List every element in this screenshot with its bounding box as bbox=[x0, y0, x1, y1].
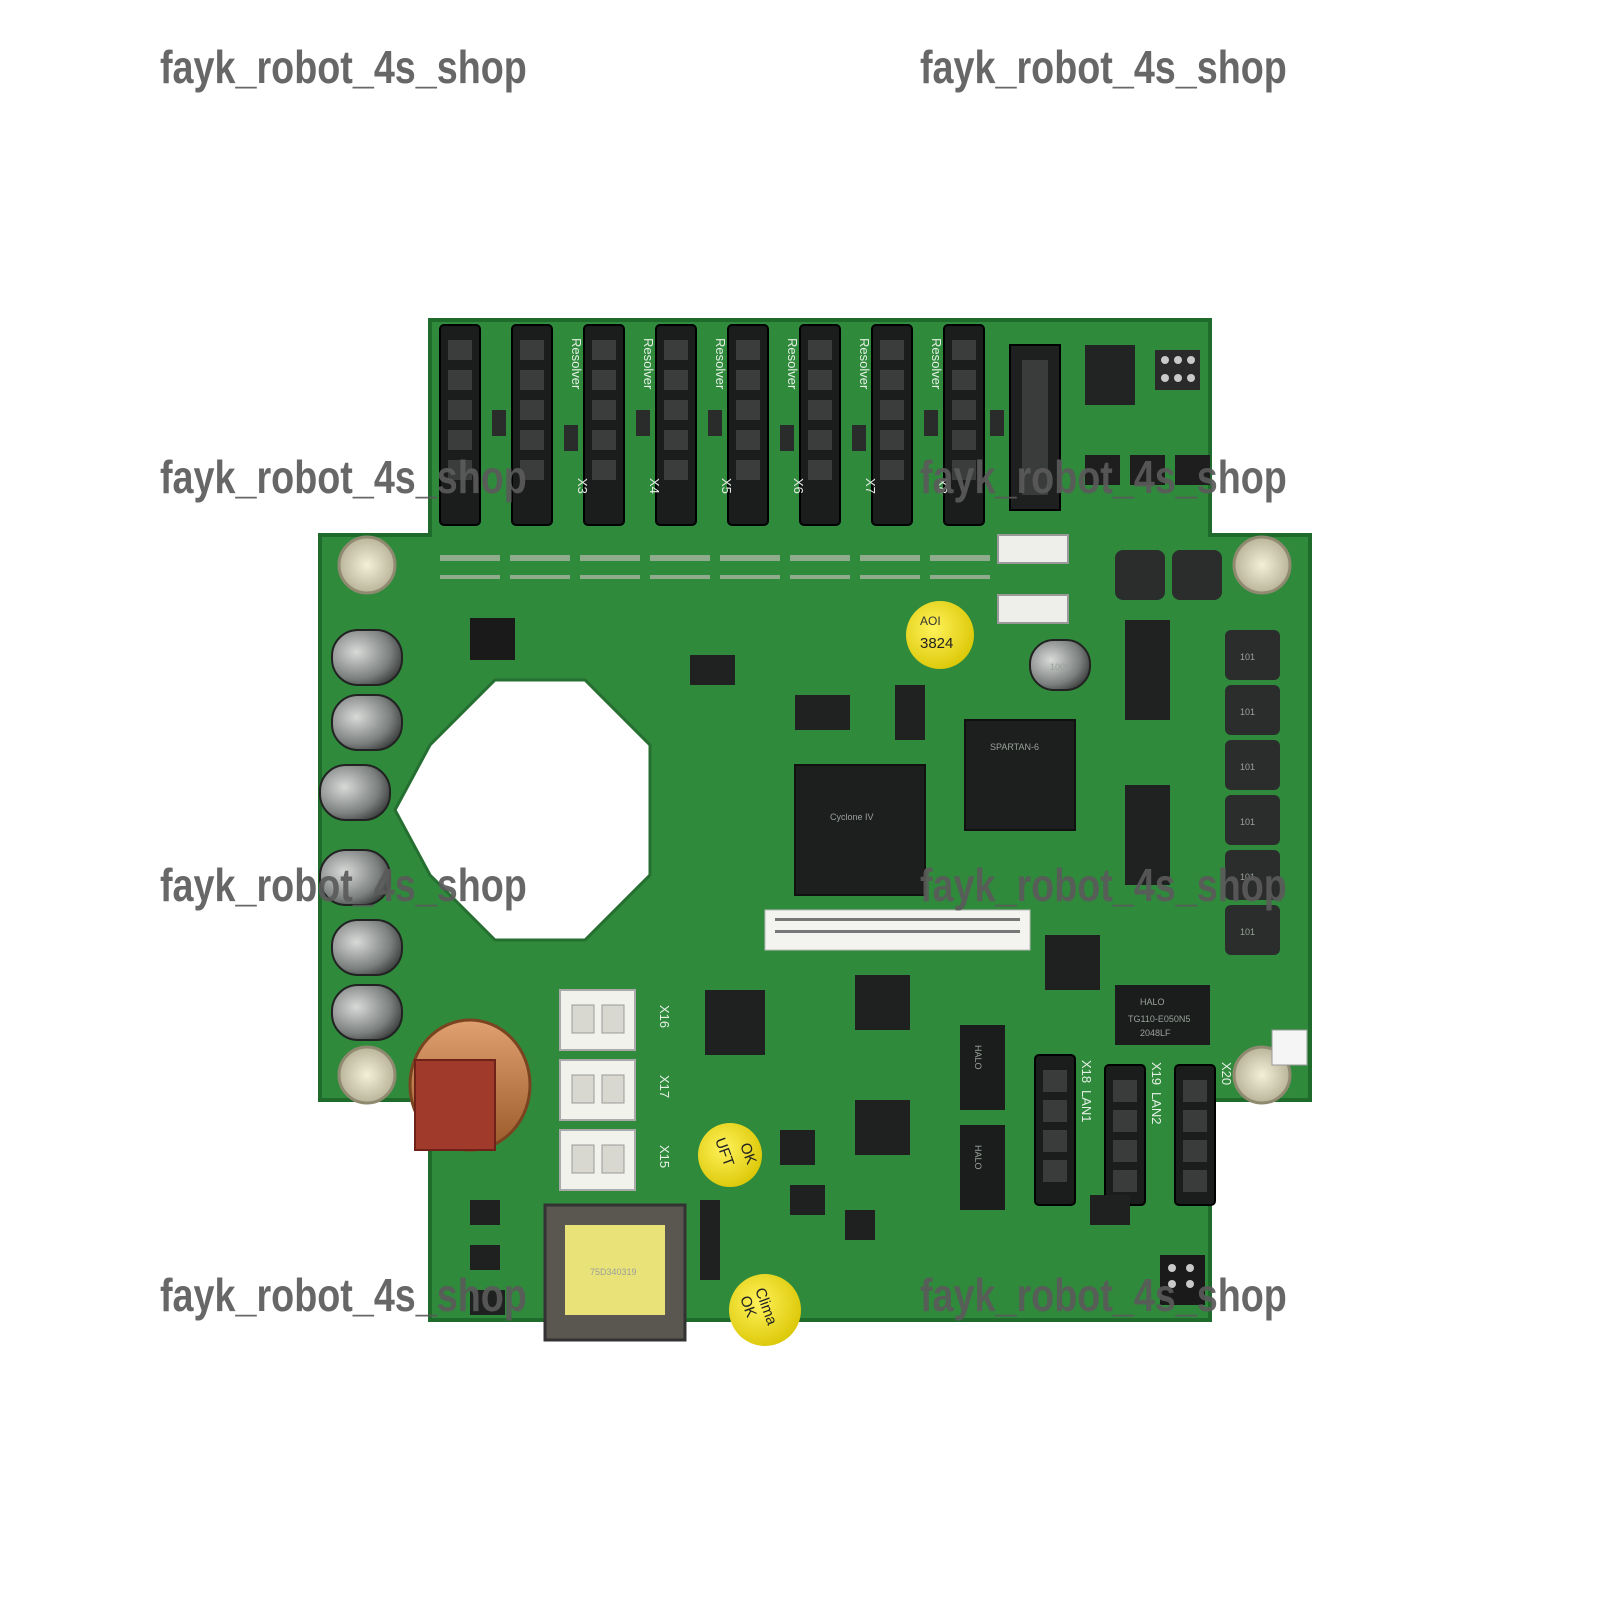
qr-code-sticker bbox=[1271, 1029, 1308, 1066]
resolver-label: Resolver bbox=[857, 338, 872, 390]
pin-header bbox=[1160, 1255, 1205, 1305]
ribbon-header bbox=[1009, 344, 1061, 511]
plug-label: X15 bbox=[657, 1145, 672, 1168]
serial-label-sticker bbox=[764, 909, 1031, 951]
lan-connector-label: X20 bbox=[1219, 1062, 1234, 1085]
inspection-sticker-aoi: AOI 3824 bbox=[906, 601, 974, 669]
watermark-text: fayk_robot_4s_shop bbox=[920, 451, 1287, 503]
resolver-label: Resolver bbox=[713, 338, 728, 390]
ic-chip bbox=[690, 655, 735, 685]
cpu-brand-text: Cyclone IV bbox=[830, 812, 874, 822]
ic-chip bbox=[895, 685, 925, 740]
pin-header bbox=[1155, 350, 1200, 390]
fpga-brand-text: SPARTAN-6 bbox=[990, 742, 1039, 752]
halo-brand-text: HALO bbox=[1140, 997, 1165, 1007]
cpu-chip: Cyclone IV bbox=[794, 764, 926, 896]
smd-component-rows bbox=[440, 555, 990, 579]
smd-components bbox=[470, 1185, 1130, 1315]
connector-label: X8 bbox=[935, 478, 950, 494]
svg-text:OK: OK bbox=[736, 1294, 759, 1320]
halo-part-text: TG110-E050N5 bbox=[1128, 1014, 1190, 1024]
connector-label: X7 bbox=[863, 478, 878, 494]
power-plugs: X16 X17 X15 bbox=[559, 989, 672, 1191]
halo-magnetics: HALO TG110-E050N5 2048LF HALO HALO bbox=[960, 985, 1210, 1210]
halo-lot-text: 2048LF bbox=[1140, 1028, 1171, 1038]
inductor-column: 101 101 101 101 101 101 bbox=[1225, 630, 1280, 955]
inductor-label: 101 bbox=[1240, 817, 1255, 827]
transformer-mark: 75D340319 bbox=[590, 1267, 637, 1277]
lan-name-label: LAN2 bbox=[1149, 1092, 1164, 1125]
inductor-label: 101 bbox=[1240, 652, 1255, 662]
halo-brand-text: HALO bbox=[973, 1145, 983, 1170]
connector-label: X4 bbox=[647, 478, 662, 494]
power-inductors bbox=[1115, 550, 1222, 600]
watermark-text: fayk_robot_4s_shop bbox=[160, 41, 527, 93]
plug-label: X17 bbox=[657, 1075, 672, 1098]
watermark-text: fayk_robot_4s_shop bbox=[920, 1269, 1287, 1321]
resolver-label: Resolver bbox=[929, 338, 944, 390]
lan-connector-label: X18 bbox=[1079, 1060, 1094, 1083]
connector-label: X3 bbox=[575, 478, 590, 494]
toroidal-choke bbox=[408, 1018, 532, 1152]
white-connectors bbox=[997, 534, 1069, 624]
svg-text:OK: OK bbox=[736, 1141, 759, 1167]
watermark-text: fayk_robot_4s_shop bbox=[920, 859, 1287, 911]
ic-chip bbox=[795, 695, 850, 730]
resolver-label: Resolver bbox=[641, 338, 656, 390]
power-transformer: 75D340319 bbox=[543, 1203, 687, 1342]
jumper-blocks bbox=[1085, 455, 1210, 485]
inductor-label: 101 bbox=[1240, 707, 1255, 717]
inspection-sticker-clima: Clima OK bbox=[729, 1274, 801, 1346]
inductor-label: 101 bbox=[1240, 927, 1255, 937]
resolver-label: Resolver bbox=[785, 338, 800, 390]
watermark-text: fayk_robot_4s_shop bbox=[160, 451, 527, 503]
inductor-label: 101 bbox=[1240, 872, 1255, 882]
resolver-connectors: Resolver Resolver Resolver Resolver Reso… bbox=[439, 324, 1004, 526]
connector-label: X5 bbox=[719, 478, 734, 494]
watermark-text: fayk_robot_4s_shop bbox=[920, 41, 1287, 93]
mounting-holes bbox=[337, 535, 1292, 1105]
lan-connectors: X18 X19 X20 LAN1 LAN2 bbox=[1034, 1054, 1234, 1206]
electrolytic-capacitors: 100V bbox=[319, 629, 1091, 1041]
inductor-label: 101 bbox=[1240, 762, 1255, 772]
inspection-sticker-uft: UFT OK bbox=[698, 1123, 762, 1187]
pin-header bbox=[470, 618, 515, 660]
capacitor-label: 100V bbox=[1050, 662, 1071, 672]
watermark-text: fayk_robot_4s_shop bbox=[160, 859, 527, 911]
halo-brand-text: HALO bbox=[973, 1045, 983, 1070]
watermark-text: fayk_robot_4s_shop bbox=[160, 1269, 527, 1321]
connector-label: X6 bbox=[791, 478, 806, 494]
board-cutout bbox=[393, 678, 652, 942]
fpga-chip: SPARTAN-6 bbox=[964, 719, 1076, 831]
lan-connector-label: X19 bbox=[1149, 1062, 1164, 1085]
lan-name-label: LAN1 bbox=[1079, 1090, 1094, 1123]
resolver-label: Resolver bbox=[569, 338, 584, 390]
svg-text:3824: 3824 bbox=[920, 635, 953, 652]
small-ic-chips bbox=[705, 935, 1100, 1240]
memory-chips bbox=[1125, 620, 1170, 885]
plug-label: X16 bbox=[657, 1005, 672, 1028]
svg-text:AOI: AOI bbox=[920, 614, 941, 628]
ic-chip bbox=[1085, 345, 1135, 405]
